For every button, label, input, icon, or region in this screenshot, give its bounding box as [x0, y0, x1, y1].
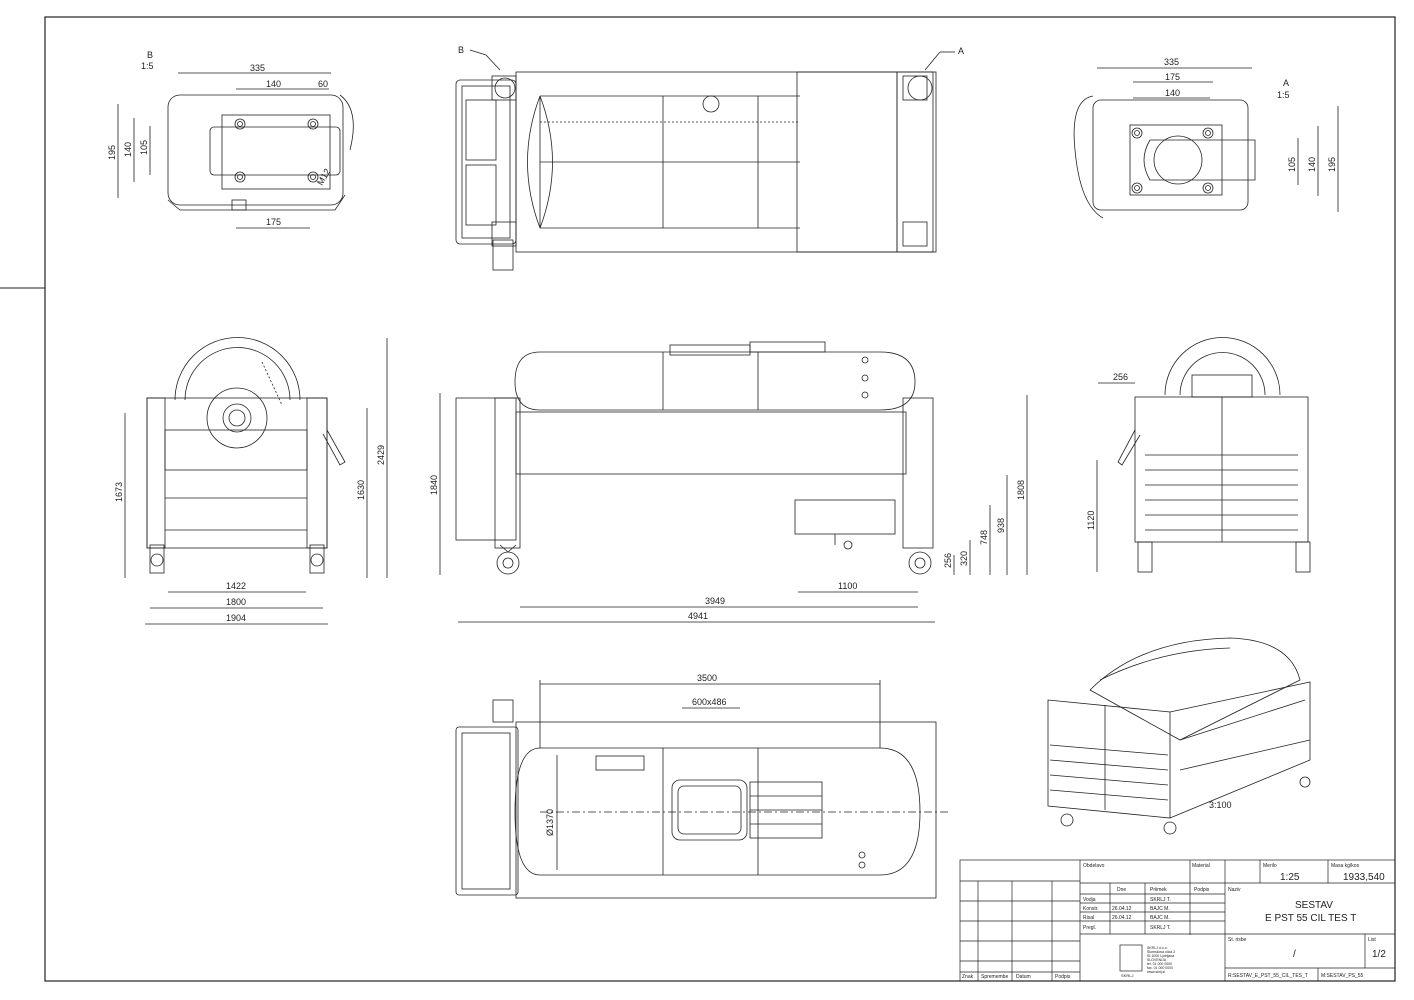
tb-row-name: BAJC M. — [1150, 915, 1170, 921]
tb-row-role: Vodja — [1083, 897, 1096, 903]
end-view-right — [1096, 337, 1311, 573]
dim-1100: 1100 — [838, 581, 857, 591]
detail-a-label: A — [1283, 78, 1289, 88]
tb-merilo-label: Merilo — [1263, 863, 1277, 869]
title-block — [959, 859, 1396, 982]
dim-a-140: 140 — [1165, 88, 1180, 98]
dim-600x486: 600x486 — [692, 697, 727, 707]
tb-st-risbe: / — [1293, 949, 1296, 960]
tb-rev-podpis: Podpis — [1055, 974, 1071, 980]
dim-748: 748 — [979, 530, 989, 545]
dim-b-175: 175 — [266, 217, 281, 227]
tb-material-label: Material — [1192, 863, 1210, 869]
tb-col-podpis: Podpis — [1194, 887, 1210, 893]
plan-view — [455, 680, 950, 899]
tb-obdelovo: Obdelavo — [1083, 863, 1105, 869]
tb-company-line: SKRLJ d.o.o. — [1147, 946, 1168, 950]
detail-b-label: B — [147, 50, 153, 60]
tb-row-role: Pregl. — [1083, 925, 1096, 931]
dim-256-end: 256 — [1113, 372, 1128, 382]
tb-merilo: 1:25 — [1280, 872, 1300, 883]
dim-b-60: 60 — [318, 79, 328, 89]
tb-file-left: R:SESTAV_E_PST_55_CIL_TES_T — [1228, 973, 1308, 979]
tb-st-risbe-label: St. risbe — [1228, 937, 1247, 943]
tb-col-dne: Dne — [1117, 887, 1126, 893]
tb-company-line: SLOVENIJA — [1147, 958, 1167, 962]
tb-company-line: fax. 01 000 0000 — [1147, 966, 1173, 970]
tb-rev-spremembe: Spremembe — [981, 974, 1008, 980]
dim-b-140-vert: 140 — [123, 142, 133, 157]
dim-a-140-vert: 140 — [1307, 157, 1317, 172]
tb-title2: E PST 55 CIL TES T — [1265, 913, 1356, 924]
tb-company-line: SI-1000 Ljubljana — [1147, 954, 1174, 958]
dim-1370: Ø1370 — [545, 809, 555, 836]
tb-col-priimek: Priimek — [1150, 887, 1167, 893]
dim-b-140: 140 — [266, 79, 281, 89]
detail-b-view — [117, 72, 354, 229]
tb-list-label: List — [1368, 937, 1376, 943]
tb-row-name: SKRLJ T. — [1150, 897, 1171, 903]
dim-1673: 1673 — [114, 482, 124, 502]
tb-masa-label: Masa kg/kos — [1331, 863, 1360, 869]
tb-list: 1/2 — [1372, 949, 1386, 960]
tb-company-line: tel. 01 000 0000 — [1147, 962, 1172, 966]
side-view — [439, 341, 1028, 623]
dim-b-195: 195 — [107, 145, 117, 160]
iso-scale: 3:100 — [1209, 800, 1232, 810]
dim-b-335: 335 — [250, 63, 265, 73]
detail-a-scale: 1:5 — [1277, 90, 1290, 100]
sheet-frame — [44, 16, 1396, 982]
dim-1120: 1120 — [1086, 511, 1096, 530]
callout-a: A — [958, 46, 964, 56]
dim-b-105: 105 — [139, 140, 149, 155]
tb-naziv-label: Naziv — [1228, 887, 1241, 893]
dim-a-175: 175 — [1165, 72, 1180, 82]
tb-logo-text: SKRLJ — [1121, 973, 1133, 978]
end-view-left — [124, 337, 388, 625]
tb-company-line: www.skrlj.si — [1147, 970, 1165, 974]
callout-b: B — [458, 45, 464, 55]
tb-rev-znak: Znak — [962, 974, 974, 980]
dim-a-195: 195 — [1327, 157, 1337, 172]
detail-a-view — [1073, 67, 1339, 219]
tb-row-role: Risal — [1083, 915, 1094, 921]
tb-rev-datum: Datum — [1016, 974, 1031, 980]
dim-a-105: 105 — [1287, 157, 1297, 172]
dim-938: 938 — [996, 518, 1006, 533]
dim-1904: 1904 — [226, 613, 246, 623]
tb-row-name: BAJC M. — [1150, 906, 1170, 912]
dim-a-335: 335 — [1164, 57, 1179, 67]
dim-1840: 1840 — [429, 475, 439, 495]
dim-256-side: 256 — [943, 553, 953, 568]
tb-row-name: SKRLJ T. — [1150, 925, 1171, 931]
dim-1630: 1630 — [356, 480, 366, 500]
iso-view — [1047, 637, 1311, 835]
tb-row-role: Konstr. — [1083, 906, 1099, 912]
dim-1800: 1800 — [226, 597, 246, 607]
dim-2429: 2429 — [376, 445, 386, 465]
dim-1808: 1808 — [1016, 480, 1026, 500]
tb-title1: SESTAV — [1295, 900, 1333, 911]
tb-file-right: M:SESTAV_PS_55 — [1321, 973, 1364, 979]
dim-4941: 4941 — [688, 611, 708, 621]
detail-b-scale: 1:5 — [141, 61, 154, 71]
dim-3949: 3949 — [705, 596, 725, 606]
dim-1422: 1422 — [226, 581, 246, 591]
tb-masa: 1933,540 — [1343, 872, 1385, 883]
tb-row-date: 26.04.12 — [1112, 915, 1132, 921]
tb-row-date: 26.04.12 — [1112, 906, 1132, 912]
tb-company-line: Slomskova ulica 2 — [1147, 950, 1175, 954]
dim-320: 320 — [959, 551, 969, 566]
dim-3500: 3500 — [697, 673, 717, 683]
top-view — [455, 49, 955, 271]
